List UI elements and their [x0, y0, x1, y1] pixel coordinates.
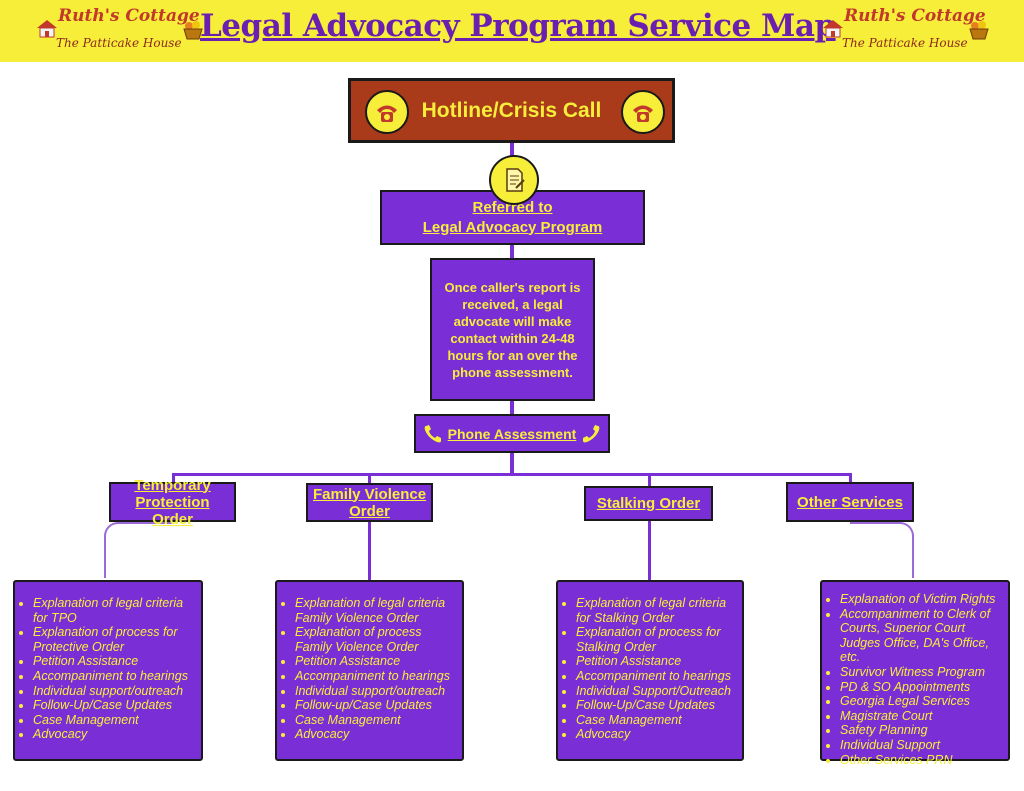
list-item: Safety Planning [840, 723, 1006, 738]
logo-brand-name: Ruth's Cottage [844, 6, 986, 26]
hotline-label: Hotline/Crisis Call [421, 98, 602, 122]
list-item: Explanation of legal criteria Family Vio… [295, 596, 460, 625]
list-item: Accompaniment to hearings [295, 669, 460, 684]
branch-title: Temporary Protection Order [134, 476, 211, 528]
referred-box: Referred to Legal Advocacy Program [380, 190, 645, 245]
phone-handset-icon [424, 425, 441, 443]
connector-drop-2 [368, 473, 371, 483]
branch-stalking-order: Stalking Order [584, 486, 713, 521]
list-item: Explanation of legal criteria for Stalki… [576, 596, 740, 625]
list-item: Case Management [33, 713, 199, 728]
list-item: Individual Support/Outreach [576, 684, 740, 699]
house-icon [823, 20, 843, 38]
service-list-family-violence: Explanation of legal criteria Family Vio… [275, 580, 464, 761]
basket-icon [969, 21, 989, 40]
contact-info-box: Once caller's report is received, a lega… [430, 258, 595, 401]
referred-line-1: Referred to [472, 198, 553, 216]
list-item: Individual support/outreach [295, 684, 460, 699]
list-item: Explanation of legal criteria for TPO [33, 596, 199, 625]
list-item: Accompaniment to hearings [33, 669, 199, 684]
phone-handset-icon [583, 425, 600, 443]
connector-other-list [850, 522, 914, 578]
document-icon [489, 155, 539, 205]
connector-stalking-list [648, 521, 651, 580]
connector-drop-3 [648, 473, 651, 486]
list-item: Georgia Legal Services [840, 694, 1006, 709]
list-item: Explanation of process Family Violence O… [295, 625, 460, 654]
list-item: Advocacy [576, 727, 740, 742]
house-icon [37, 20, 57, 38]
phone-assessment-box: Phone Assessment [414, 414, 610, 453]
connector-assessment-split [510, 453, 514, 473]
list-item: Explanation of process for Stalking Orde… [576, 625, 740, 654]
connector-drop-1 [172, 473, 175, 482]
branch-title: Family Violence Order [312, 485, 427, 520]
list-item: Follow-up/Case Updates [295, 698, 460, 713]
list-item: Explanation of process for Protective Or… [33, 625, 199, 654]
connector-horizontal [172, 473, 852, 476]
connector-fv-list [368, 522, 371, 580]
logo-brand-subtitle: The Patticake House [56, 36, 182, 50]
logo-right: Ruth's Cottage The Patticake House [822, 4, 992, 58]
telephone-icon [365, 90, 409, 134]
list-item: Advocacy [295, 727, 460, 742]
service-list-stalking: Explanation of legal criteria for Stalki… [556, 580, 744, 761]
connector-referred-contact [510, 245, 514, 258]
list-item: Petition Assistance [33, 654, 199, 669]
contact-info-text: Once caller's report is received, a lega… [444, 279, 581, 380]
telephone-icon [621, 90, 665, 134]
service-list-other: Explanation of Victim Rights Accompanime… [820, 580, 1010, 767]
list-item: Individual Support [840, 738, 1006, 753]
list-item: Accompaniment to hearings [576, 669, 740, 684]
list-item: Individual support/outreach [33, 684, 199, 699]
connector-tpo-list [104, 522, 172, 578]
connector-drop-4 [849, 473, 852, 482]
list-item: Accompaniment to Clerk of Courts, Superi… [840, 607, 1006, 665]
branch-title: Other Services [797, 493, 903, 511]
list-item: PD & SO Appointments [840, 680, 1006, 695]
list-item: Other Services PRN [840, 753, 1006, 768]
list-item: Case Management [576, 713, 740, 728]
page-title: Legal Advocacy Program Service Map [200, 8, 836, 44]
list-item: Petition Assistance [295, 654, 460, 669]
list-item: Survivor Witness Program [840, 665, 1006, 680]
branch-title: Stalking Order [596, 495, 701, 512]
list-item: Explanation of Victim Rights [840, 592, 1006, 607]
list-item: Follow-Up/Case Updates [576, 698, 740, 713]
list-item: Advocacy [33, 727, 199, 742]
logo-brand-name: Ruth's Cottage [58, 6, 200, 26]
list-item: Case Management [295, 713, 460, 728]
logo-brand-subtitle: The Patticake House [842, 36, 968, 50]
basket-icon [183, 21, 203, 40]
phone-assessment-label: Phone Assessment [447, 425, 577, 442]
branch-family-violence-order: Family Violence Order [306, 483, 433, 522]
branch-other-services: Other Services [786, 482, 914, 522]
branch-temporary-protection-order: Temporary Protection Order [109, 477, 236, 528]
header-banner: Ruth's Cottage The Patticake House Legal… [0, 0, 1024, 62]
service-list-tpo: Explanation of legal criteria for TPO Ex… [13, 580, 203, 761]
referred-line-2: Legal Advocacy Program [422, 218, 603, 236]
list-item: Petition Assistance [576, 654, 740, 669]
list-item: Magistrate Court [840, 709, 1006, 724]
logo-left: Ruth's Cottage The Patticake House [36, 4, 206, 58]
connector-contact-assessment [510, 401, 514, 414]
list-item: Follow-Up/Case Updates [33, 698, 199, 713]
